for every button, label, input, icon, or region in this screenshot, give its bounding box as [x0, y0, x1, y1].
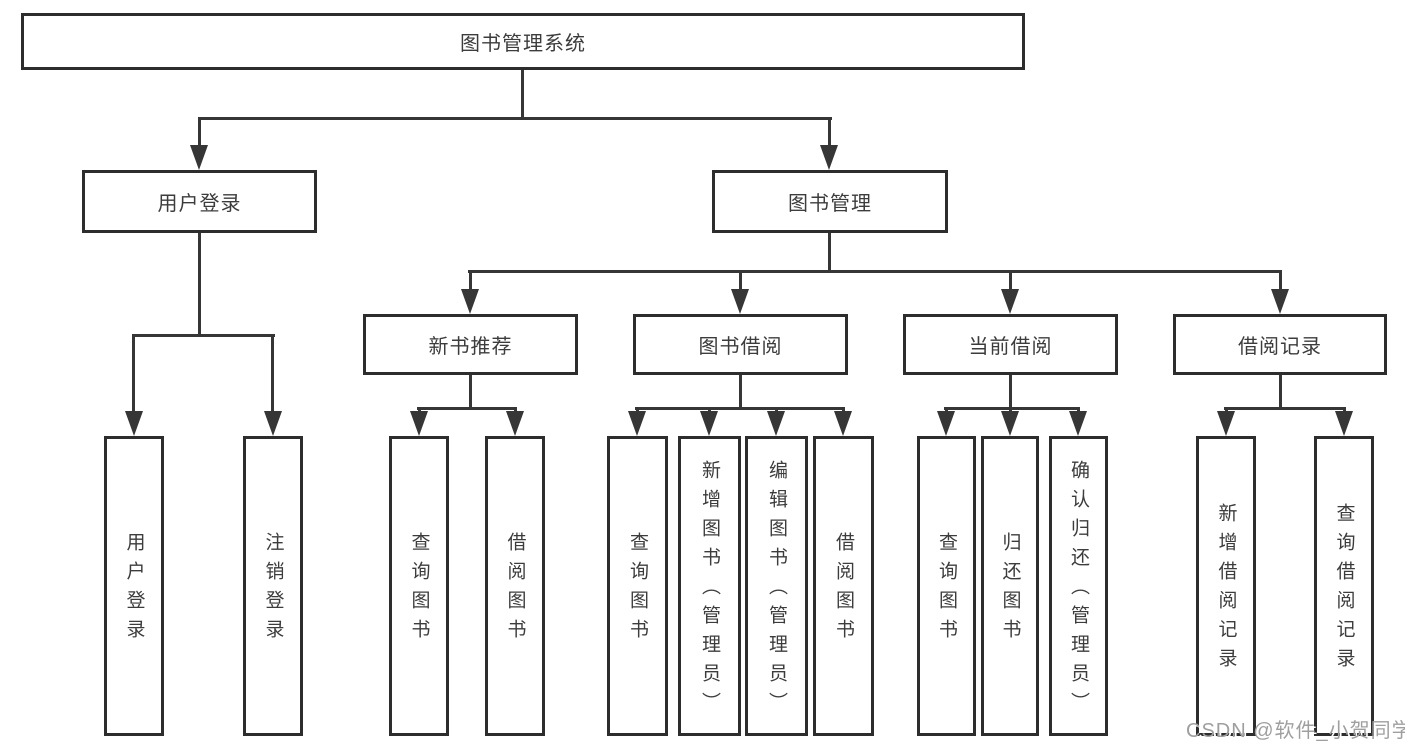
leaf-current-return-books: 归还图书 [981, 436, 1039, 736]
leaf-current-query-books: 查询图书 [917, 436, 976, 736]
arrowhead-bb-add [700, 411, 718, 436]
leaf-borrow-query-books: 查询图书 [607, 436, 668, 736]
edge-root-split [198, 117, 832, 120]
leaf-record-query-record: 查询借阅记录 [1314, 436, 1374, 736]
leaf-borrow-borrow-books: 借阅图书 [813, 436, 874, 736]
arrowhead-to-leaf-user-login [125, 411, 143, 436]
arrowhead-br-add [1217, 411, 1235, 436]
arrowhead-to-current-borrow [1001, 289, 1019, 314]
edge-br-add-stem [1225, 407, 1228, 414]
edge-to-new-book-stem [469, 270, 472, 291]
arrowhead-cb-confirm [1069, 411, 1087, 436]
node-borrow-record: 借阅记录 [1173, 314, 1387, 375]
leaf-user-login: 用户登录 [104, 436, 164, 736]
arrowhead-cb-return [1001, 411, 1019, 436]
edge-cb-return-stem [1009, 407, 1012, 414]
edge-current-borrow-split [944, 407, 1080, 410]
leaf-newbook-borrow-books: 借阅图书 [485, 436, 545, 736]
arrowhead-bb-query [628, 411, 646, 436]
edge-borrow-record-split [1224, 407, 1346, 410]
node-root: 图书管理系统 [21, 13, 1025, 70]
edge-bb-edit-stem [775, 407, 778, 414]
node-book-management: 图书管理 [712, 170, 948, 233]
edge-to-leaf-user-login-stem [132, 334, 135, 413]
edge-current-borrow-drop [1009, 375, 1012, 409]
edge-br-query-stem [1343, 407, 1346, 414]
edge-cb-confirm-stem [1077, 407, 1080, 414]
edge-to-leaf-logout-stem [271, 334, 274, 413]
arrowhead-to-book-mgmt [820, 145, 838, 170]
edge-borrow-record-drop [1279, 375, 1282, 409]
arrowhead-to-leaf-logout [264, 411, 282, 436]
arrowhead-to-new-book [461, 289, 479, 314]
edge-to-borrow-record-stem [1279, 270, 1282, 291]
arrowhead-br-query [1335, 411, 1353, 436]
leaf-borrow-add-books-admin: 新增图书（管理员） [678, 436, 741, 736]
leaf-borrow-edit-books-admin: 编辑图书（管理员） [745, 436, 808, 736]
edge-bb-add-stem [708, 407, 711, 414]
edge-to-book-borrow-stem [739, 270, 742, 291]
arrowhead-bb-edit [767, 411, 785, 436]
csdn-watermark: CSDN @软件_小贺同学 [1186, 720, 1405, 742]
node-current-borrow: 当前借阅 [903, 314, 1118, 375]
node-new-book-recommend: 新书推荐 [363, 314, 578, 375]
edge-bb-borrow-stem [842, 407, 845, 414]
node-user-login: 用户登录 [82, 170, 317, 233]
edge-root-drop [521, 70, 524, 119]
edge-new-book-split [417, 407, 517, 410]
edge-book-mgmt-split [468, 270, 1282, 273]
edge-book-mgmt-drop [828, 233, 831, 273]
edge-cb-query-stem [945, 407, 948, 414]
arrowhead-nb-query [410, 411, 428, 436]
edge-new-book-drop [469, 375, 472, 409]
arrowhead-cb-query [937, 411, 955, 436]
arrowhead-to-book-borrow [731, 289, 749, 314]
leaf-record-add-record: 新增借阅记录 [1196, 436, 1256, 736]
leaf-current-confirm-return-admin: 确认归还（管理员） [1049, 436, 1108, 736]
arrowhead-to-borrow-record [1271, 289, 1289, 314]
edge-to-user-login-stem [198, 117, 201, 147]
leaf-newbook-query-books: 查询图书 [389, 436, 449, 736]
leaf-logout: 注销登录 [243, 436, 303, 736]
edge-user-login-drop [198, 233, 201, 337]
edge-nb-query-stem [418, 407, 421, 414]
edge-book-borrow-drop [739, 375, 742, 409]
edge-to-book-mgmt-stem [828, 117, 831, 147]
node-book-borrow: 图书借阅 [633, 314, 848, 375]
arrowhead-to-user-login [190, 145, 208, 170]
arrowhead-bb-borrow [834, 411, 852, 436]
edge-user-login-split [132, 334, 275, 337]
arrowhead-nb-borrow [506, 411, 524, 436]
edge-to-current-borrow-stem [1009, 270, 1012, 291]
edge-nb-borrow-stem [514, 407, 517, 414]
edge-book-borrow-split [635, 407, 845, 410]
edge-bb-query-stem [636, 407, 639, 414]
